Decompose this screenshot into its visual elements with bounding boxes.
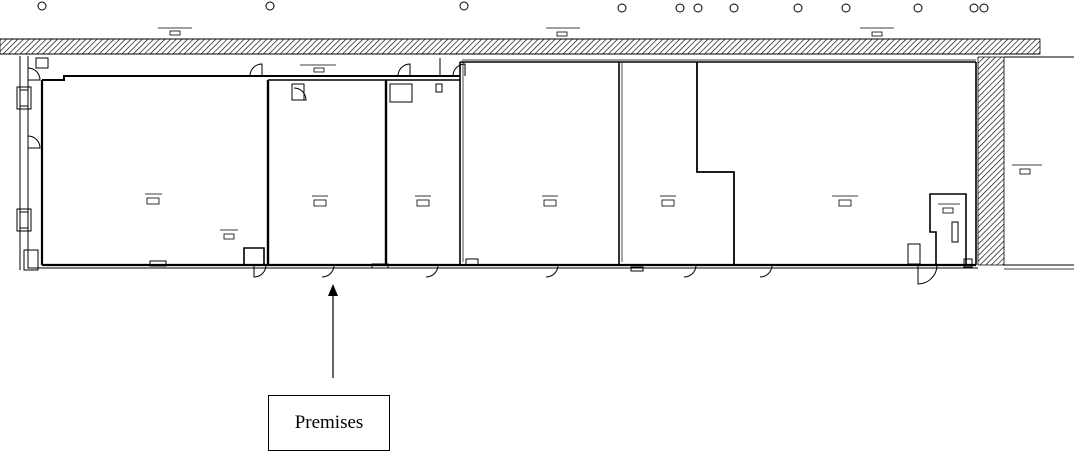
building-outline bbox=[19, 56, 978, 270]
partition-walls bbox=[243, 62, 967, 265]
room-tags bbox=[145, 193, 960, 240]
north-wall bbox=[0, 38, 1041, 55]
premises-callout: Premises bbox=[268, 395, 390, 451]
premises-label: Premises bbox=[294, 412, 364, 433]
premises-pointer-arrow bbox=[328, 284, 338, 378]
corridor-labels bbox=[158, 27, 1042, 175]
column-grid-markers bbox=[37, 1, 989, 13]
east-wall bbox=[977, 56, 1074, 270]
door-swings bbox=[27, 63, 938, 285]
fixtures bbox=[16, 57, 973, 272]
